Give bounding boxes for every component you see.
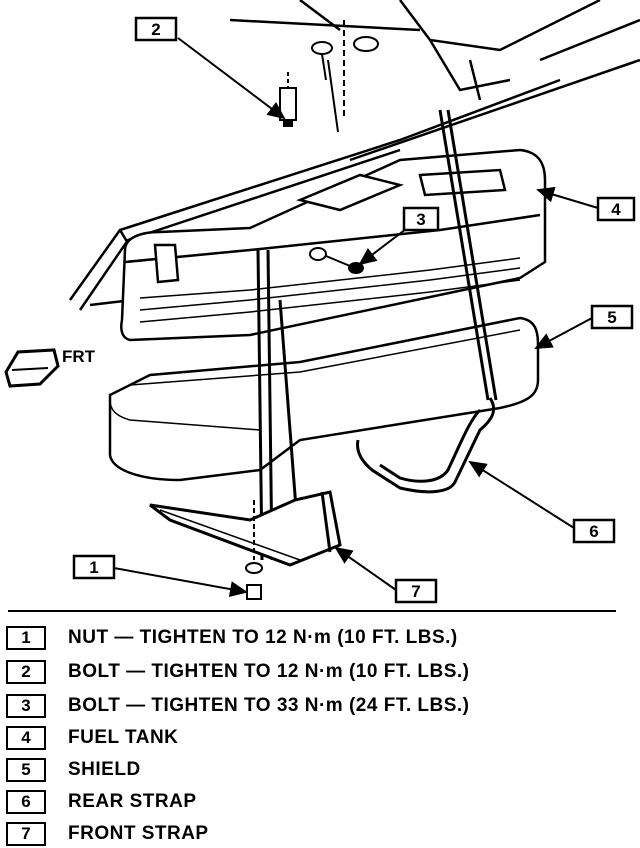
top-bracket [279,20,379,133]
fuel-tank-body [120,148,547,342]
legend-divider [8,610,616,612]
legend-text: REAR STRAP [68,791,197,812]
front-direction-label: FRT [62,347,96,366]
legend-number: 1 [6,626,46,650]
callout-3: 3 [402,206,440,232]
legend-row-5: 5 SHIELD [6,756,141,784]
fuel-tank-diagram: FRT 2 3 4 5 6 7 1 [4,0,640,604]
svg-text:1: 1 [89,558,98,577]
legend-number: 4 [6,726,46,750]
legend-number: 3 [6,694,46,718]
callout-4: 4 [596,196,636,222]
callout-7: 7 [394,578,438,604]
svg-text:2: 2 [151,20,160,39]
front-direction-arrow [4,348,60,388]
frame-rails [68,0,640,311]
legend-row-7: 7 FRONT STRAP [6,820,209,848]
svg-text:7: 7 [411,582,420,601]
callout-5: 5 [590,304,634,330]
svg-text:5: 5 [607,308,616,327]
legend: 1 NUT — TIGHTEN TO 12 N·m (10 FT. LBS.) … [0,608,640,848]
legend-text: SHIELD [68,759,141,780]
legend-text: FRONT STRAP [68,823,209,844]
legend-number: 7 [6,822,46,846]
callout-2: 2 [134,16,178,42]
shield [108,316,540,482]
legend-number: 2 [6,660,46,684]
legend-number: 5 [6,758,46,782]
legend-text: FUEL TANK [68,727,179,748]
mid-bolt [309,247,364,274]
legend-row-1: 1 NUT — TIGHTEN TO 12 N·m (10 FT. LBS.) [6,624,458,652]
callout-6: 6 [572,518,616,544]
svg-text:3: 3 [416,210,425,229]
legend-number: 6 [6,790,46,814]
callout-1: 1 [72,554,116,580]
svg-text:6: 6 [589,522,598,541]
front-strap [149,249,342,567]
legend-text: NUT — TIGHTEN TO 12 N·m (10 FT. LBS.) [68,627,458,648]
legend-row-3: 3 BOLT — TIGHTEN TO 33 N·m (24 FT. LBS.) [6,692,470,720]
rear-strap [356,109,498,494]
legend-text: BOLT — TIGHTEN TO 33 N·m (24 FT. LBS.) [68,695,470,716]
legend-row-2: 2 BOLT — TIGHTEN TO 12 N·m (10 FT. LBS.) [6,658,470,686]
leader-lines [113,37,599,598]
legend-text: BOLT — TIGHTEN TO 12 N·m (10 FT. LBS.) [68,661,470,682]
legend-row-4: 4 FUEL TANK [6,724,178,752]
svg-text:4: 4 [611,200,621,219]
legend-row-6: 6 REAR STRAP [6,788,197,816]
